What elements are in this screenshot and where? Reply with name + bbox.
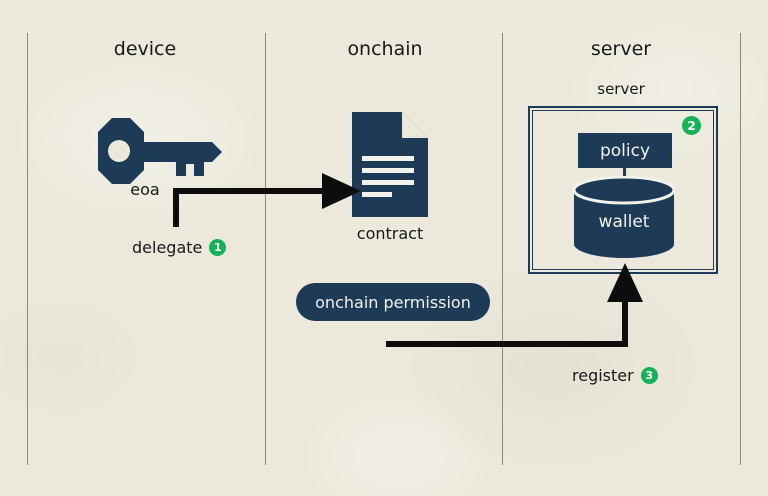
badge-delegate: 1 (209, 239, 227, 256)
node-label-eoa: eoa (130, 180, 160, 199)
document-icon (352, 112, 428, 217)
lane-divider-right (740, 33, 741, 465)
node-label-policy: policy (599, 140, 651, 161)
lane-divider-left (27, 33, 28, 465)
edge-label-register-text: register (572, 366, 634, 385)
lane-divider-device-onchain (265, 33, 266, 465)
edge-label-register: register 3 (572, 366, 658, 385)
lane-title-server: server (590, 38, 652, 60)
database-cylinder-icon (572, 176, 676, 258)
lane-divider-onchain-server (502, 33, 503, 465)
badge-register: 3 (640, 367, 658, 384)
pill-onchain-permission: onchain permission (296, 283, 490, 321)
node-policy: policy (578, 133, 672, 168)
lane-title-onchain: onchain (347, 38, 423, 60)
lane-title-device: device (113, 38, 177, 60)
badge-policy: 2 (682, 116, 701, 135)
node-label-wallet: wallet (598, 212, 650, 232)
edge-arrow-delegate (173, 173, 361, 227)
key-icon (98, 118, 222, 184)
edge-label-delegate-text: delegate (132, 238, 203, 257)
pill-label-onchain-permission: onchain permission (315, 292, 471, 312)
edge-label-delegate: delegate 1 (132, 238, 227, 257)
group-title-server: server (597, 80, 645, 98)
node-label-contract: contract (356, 224, 424, 243)
policy-wallet-connector (623, 168, 626, 182)
